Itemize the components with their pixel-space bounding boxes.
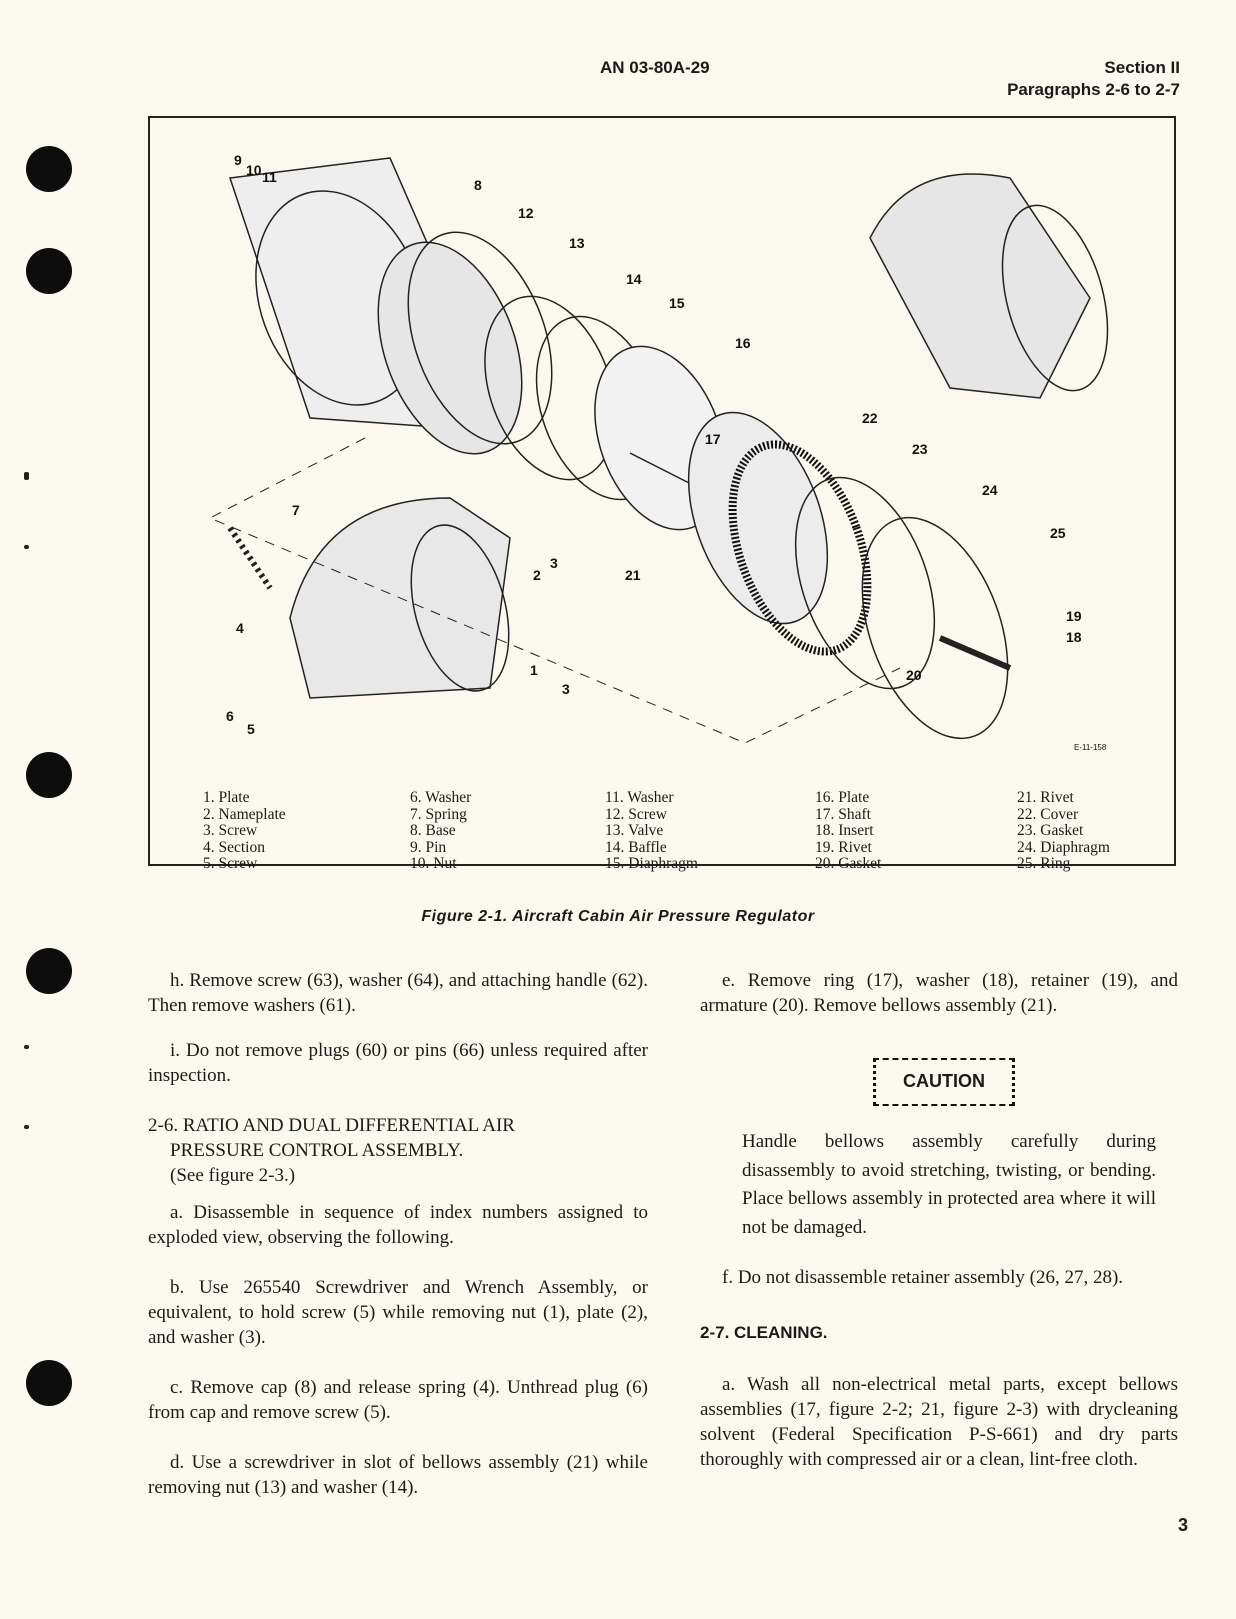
- callout-9: 9: [234, 152, 242, 168]
- caution-text: Handle bellows assembly carefully during…: [742, 1131, 1156, 1238]
- callout-25: 25: [1050, 525, 1066, 541]
- margin-mark: [24, 1045, 29, 1049]
- callout-8: 8: [474, 177, 482, 193]
- caution-banner: CAUTION: [873, 1058, 1015, 1106]
- legend-item: 25. Ring: [1017, 855, 1071, 872]
- legend-item: 9. Pin: [410, 838, 447, 856]
- callout-22: 22: [862, 410, 878, 426]
- binder-hole: [26, 248, 72, 294]
- callout-19: 19: [1066, 608, 1082, 624]
- heading-2-6-ref: (See figure 2-3.): [170, 1165, 296, 1186]
- legend-item: 16. Plate: [815, 789, 870, 806]
- legend-item: 12. Screw: [605, 805, 667, 823]
- heading-2-7: 2-7. CLEANING.: [700, 1323, 828, 1342]
- margin-mark: [24, 1125, 29, 1129]
- margin-mark: [24, 472, 29, 480]
- legend-item: 24. Diaphragm: [1017, 838, 1110, 856]
- legend-item: 15. Diaphragm: [605, 855, 698, 872]
- callout-2: 2: [533, 567, 541, 583]
- legend-item: 5. Screw: [203, 855, 258, 872]
- binder-hole: [26, 146, 72, 192]
- callout-23: 23: [912, 441, 928, 457]
- legend-column: 16. Plate 17. Shaft 18. Insert 19. Rivet…: [815, 789, 882, 873]
- callout-13: 13: [569, 235, 585, 251]
- callout-4: 4: [236, 620, 244, 636]
- legend-item: 20. Gasket: [815, 855, 882, 872]
- paragraph-f: f. Do not disassemble retainer assembly …: [722, 1267, 1124, 1288]
- binder-hole: [26, 948, 72, 994]
- callout-20: 20: [906, 667, 922, 683]
- callout-7: 7: [292, 502, 300, 518]
- callout-6: 6: [226, 708, 234, 724]
- legend-item: 6. Washer: [410, 789, 472, 806]
- paragraph-d: d. Use a screwdriver in slot of bellows …: [148, 1452, 648, 1498]
- callout-17: 17: [705, 431, 721, 447]
- legend-item: 2. Nameplate: [203, 805, 286, 823]
- callout-15: 15: [669, 295, 685, 311]
- page-number: 3: [1178, 1515, 1189, 1535]
- legend-item: 11. Washer: [605, 789, 674, 806]
- callout-12: 12: [518, 205, 534, 221]
- section-label: Section II: [1104, 58, 1180, 77]
- legend-column: 21. Rivet 22. Cover 23. Gasket 24. Diaph…: [1017, 789, 1110, 873]
- legend-item: 3. Screw: [203, 822, 258, 839]
- paragraph-a: a. Disassemble in sequence of index numb…: [148, 1202, 648, 1248]
- binder-hole: [26, 752, 72, 798]
- legend-item: 21. Rivet: [1017, 789, 1074, 806]
- callout-18: 18: [1066, 629, 1082, 645]
- binder-hole: [26, 1360, 72, 1406]
- legend-item: 23. Gasket: [1017, 822, 1084, 839]
- document-number: AN 03-80A-29: [600, 58, 710, 77]
- callout-3: 3: [550, 555, 558, 571]
- figure-caption: Figure 2-1. Aircraft Cabin Air Pressure …: [421, 908, 815, 925]
- legend-item: 4. Section: [203, 838, 265, 856]
- legend-item: 1. Plate: [203, 789, 250, 806]
- legend-item: 10. Nut: [410, 855, 457, 872]
- paragraph-range: Paragraphs 2-6 to 2-7: [1007, 80, 1180, 99]
- paragraph-h: h. Remove screw (63), washer (64), and a…: [148, 970, 648, 1016]
- figure-frame: 9 10 11 8 12 13 14 15 16 17 22 23 24 25 …: [148, 116, 1176, 866]
- callout-21: 21: [625, 567, 641, 583]
- legend-item: 18. Insert: [815, 822, 874, 839]
- heading-2-6: 2-6. RATIO AND DUAL DIFFERENTIAL AIR: [148, 1115, 515, 1136]
- paragraph-c: c. Remove cap (8) and release spring (4)…: [148, 1377, 648, 1423]
- legend-item: 17. Shaft: [815, 805, 871, 823]
- heading-2-6-cont: PRESSURE CONTROL ASSEMBLY.: [170, 1140, 464, 1161]
- legend-column: 11. Washer 12. Screw 13. Valve 14. Baffl…: [605, 789, 698, 873]
- legend-item: 22. Cover: [1017, 805, 1079, 823]
- callout-24: 24: [982, 482, 998, 498]
- callout-10: 10: [246, 162, 262, 178]
- legend-item: 7. Spring: [410, 805, 467, 823]
- callout-14: 14: [626, 271, 642, 287]
- callout-1: 1: [530, 662, 538, 678]
- exploded-view-illustration: 9 10 11 8 12 13 14 15 16 17 22 23 24 25 …: [208, 152, 1109, 752]
- drawing-code: E-11-158: [1074, 743, 1107, 752]
- callout-16: 16: [735, 335, 751, 351]
- legend-column: 6. Washer 7. Spring 8. Base 9. Pin 10. N…: [410, 789, 472, 873]
- paragraph-e: e. Remove ring (17), washer (18), retain…: [700, 970, 1178, 1016]
- margin-mark: [24, 545, 29, 549]
- legend-column: 1. Plate 2. Nameplate 3. Screw 4. Sectio…: [203, 789, 286, 873]
- paragraph-i: i. Do not remove plugs (60) or pins (66)…: [148, 1040, 648, 1086]
- callout-3b: 3: [562, 681, 570, 697]
- legend-item: 13. Valve: [605, 822, 664, 839]
- callout-11: 11: [262, 169, 277, 185]
- legend-item: 19. Rivet: [815, 838, 872, 856]
- paragraph-b: b. Use 265540 Screwdriver and Wrench Ass…: [148, 1277, 648, 1348]
- legend-item: 14. Baffle: [605, 838, 667, 856]
- callout-5: 5: [247, 721, 255, 737]
- legend-item: 8. Base: [410, 822, 456, 839]
- paragraph-cleaning-a: a. Wash all non-electrical metal parts, …: [700, 1374, 1178, 1470]
